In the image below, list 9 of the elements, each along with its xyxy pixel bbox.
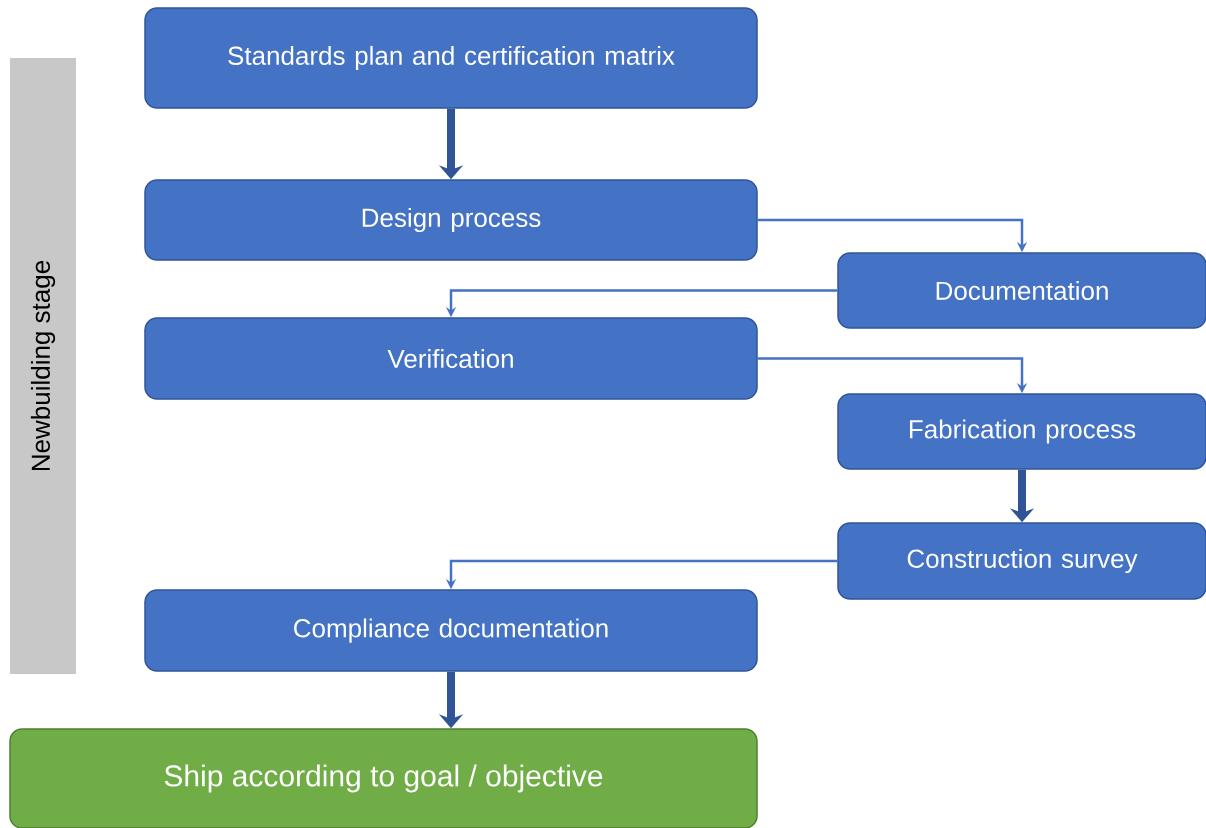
process-box: Verification <box>144 317 758 400</box>
stage-band: Newbuilding stage <box>10 58 76 674</box>
process-box: Compliance documentation <box>144 589 758 672</box>
process-box: Standards plan and certification matrix <box>144 7 758 109</box>
goal-box: Ship according to goal / objective <box>9 728 758 828</box>
process-box: Design process <box>144 179 758 261</box>
process-box: Documentation <box>837 252 1206 329</box>
process-box: Fabrication process <box>837 393 1206 470</box>
process-box: Construction survey <box>837 522 1206 600</box>
